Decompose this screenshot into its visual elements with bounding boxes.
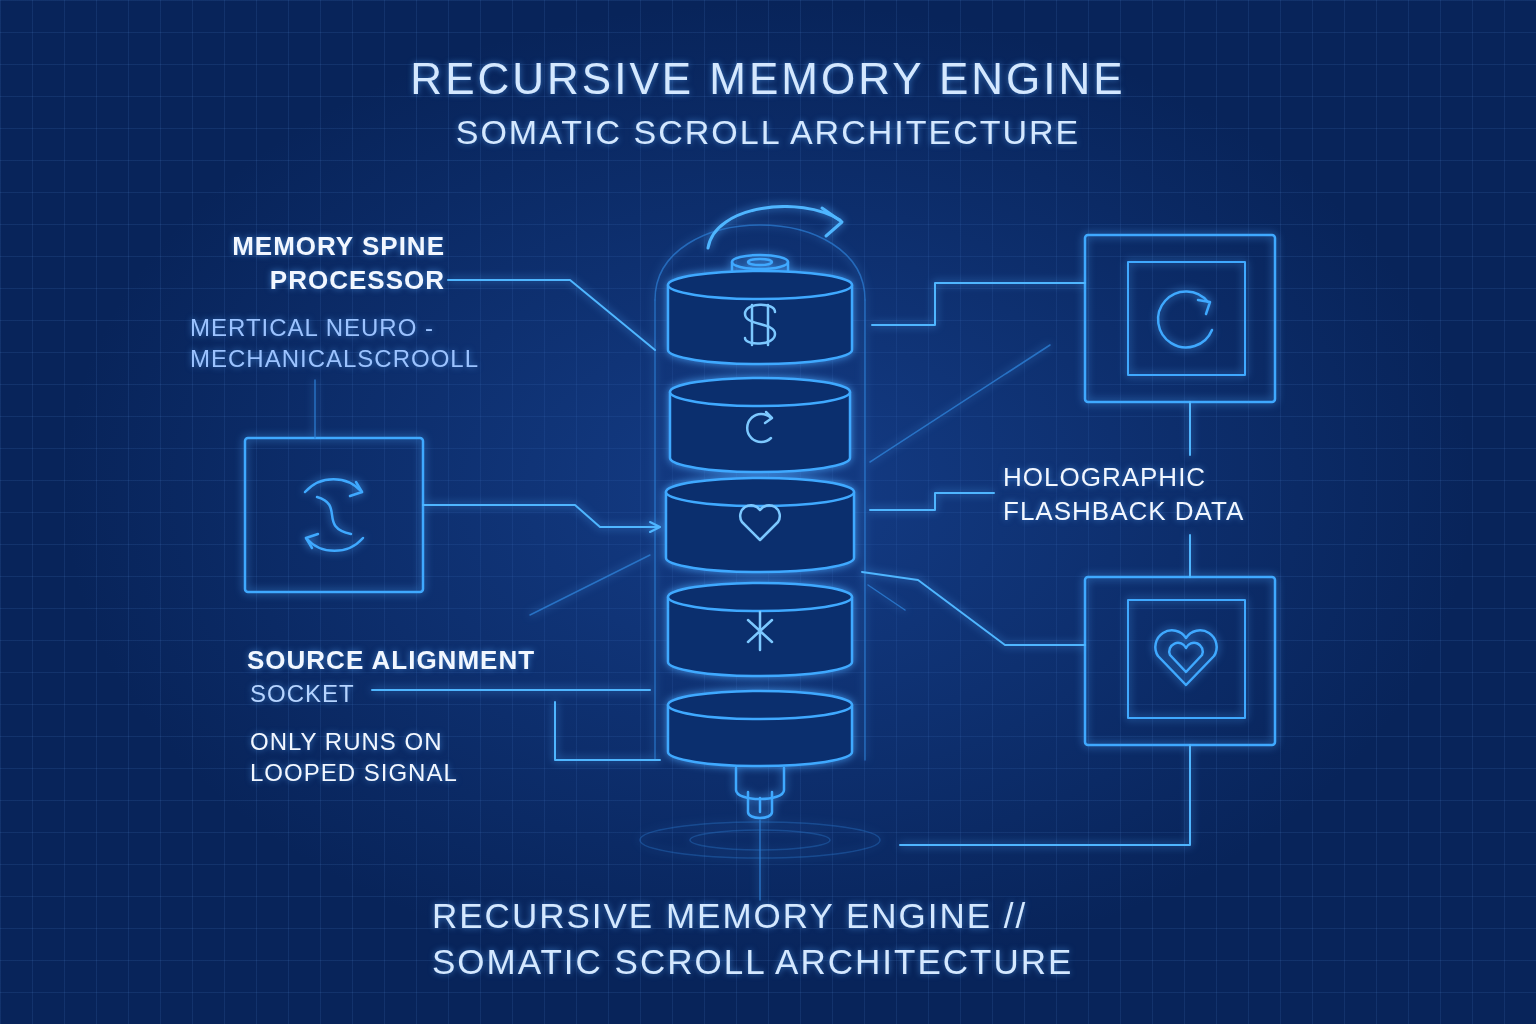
- leader-lines: [372, 280, 1190, 845]
- diagram-caption: RECURSIVE MEMORY ENGINE // SOMATIC SCROL…: [432, 893, 1162, 984]
- part-name: HOLOGRAPHIC FLASHBACK DATA: [1003, 461, 1293, 529]
- diagram-title: RECURSIVE MEMORY ENGINE: [0, 50, 1536, 107]
- diagram-subtitle: SOMATIC SCROLL ARCHITECTURE: [0, 110, 1536, 154]
- part-note: MERTICAL NEURO - MECHANICALSCROOLL: [190, 312, 520, 374]
- faint-lines: [315, 345, 1050, 900]
- part-name: MEMORY SPINE PROCESSOR: [175, 230, 445, 298]
- disk-symbols: [740, 305, 780, 650]
- capsule-outline: [640, 225, 880, 858]
- rotation-arrow: [708, 207, 842, 248]
- scroll-disks: [666, 271, 854, 766]
- part-name: SOURCE ALIGNMENT: [247, 644, 587, 678]
- base-plug: [736, 768, 784, 818]
- part-note: ONLY RUNS ON LOOPED SIGNAL: [250, 726, 510, 788]
- part-note: SOCKET: [250, 678, 370, 709]
